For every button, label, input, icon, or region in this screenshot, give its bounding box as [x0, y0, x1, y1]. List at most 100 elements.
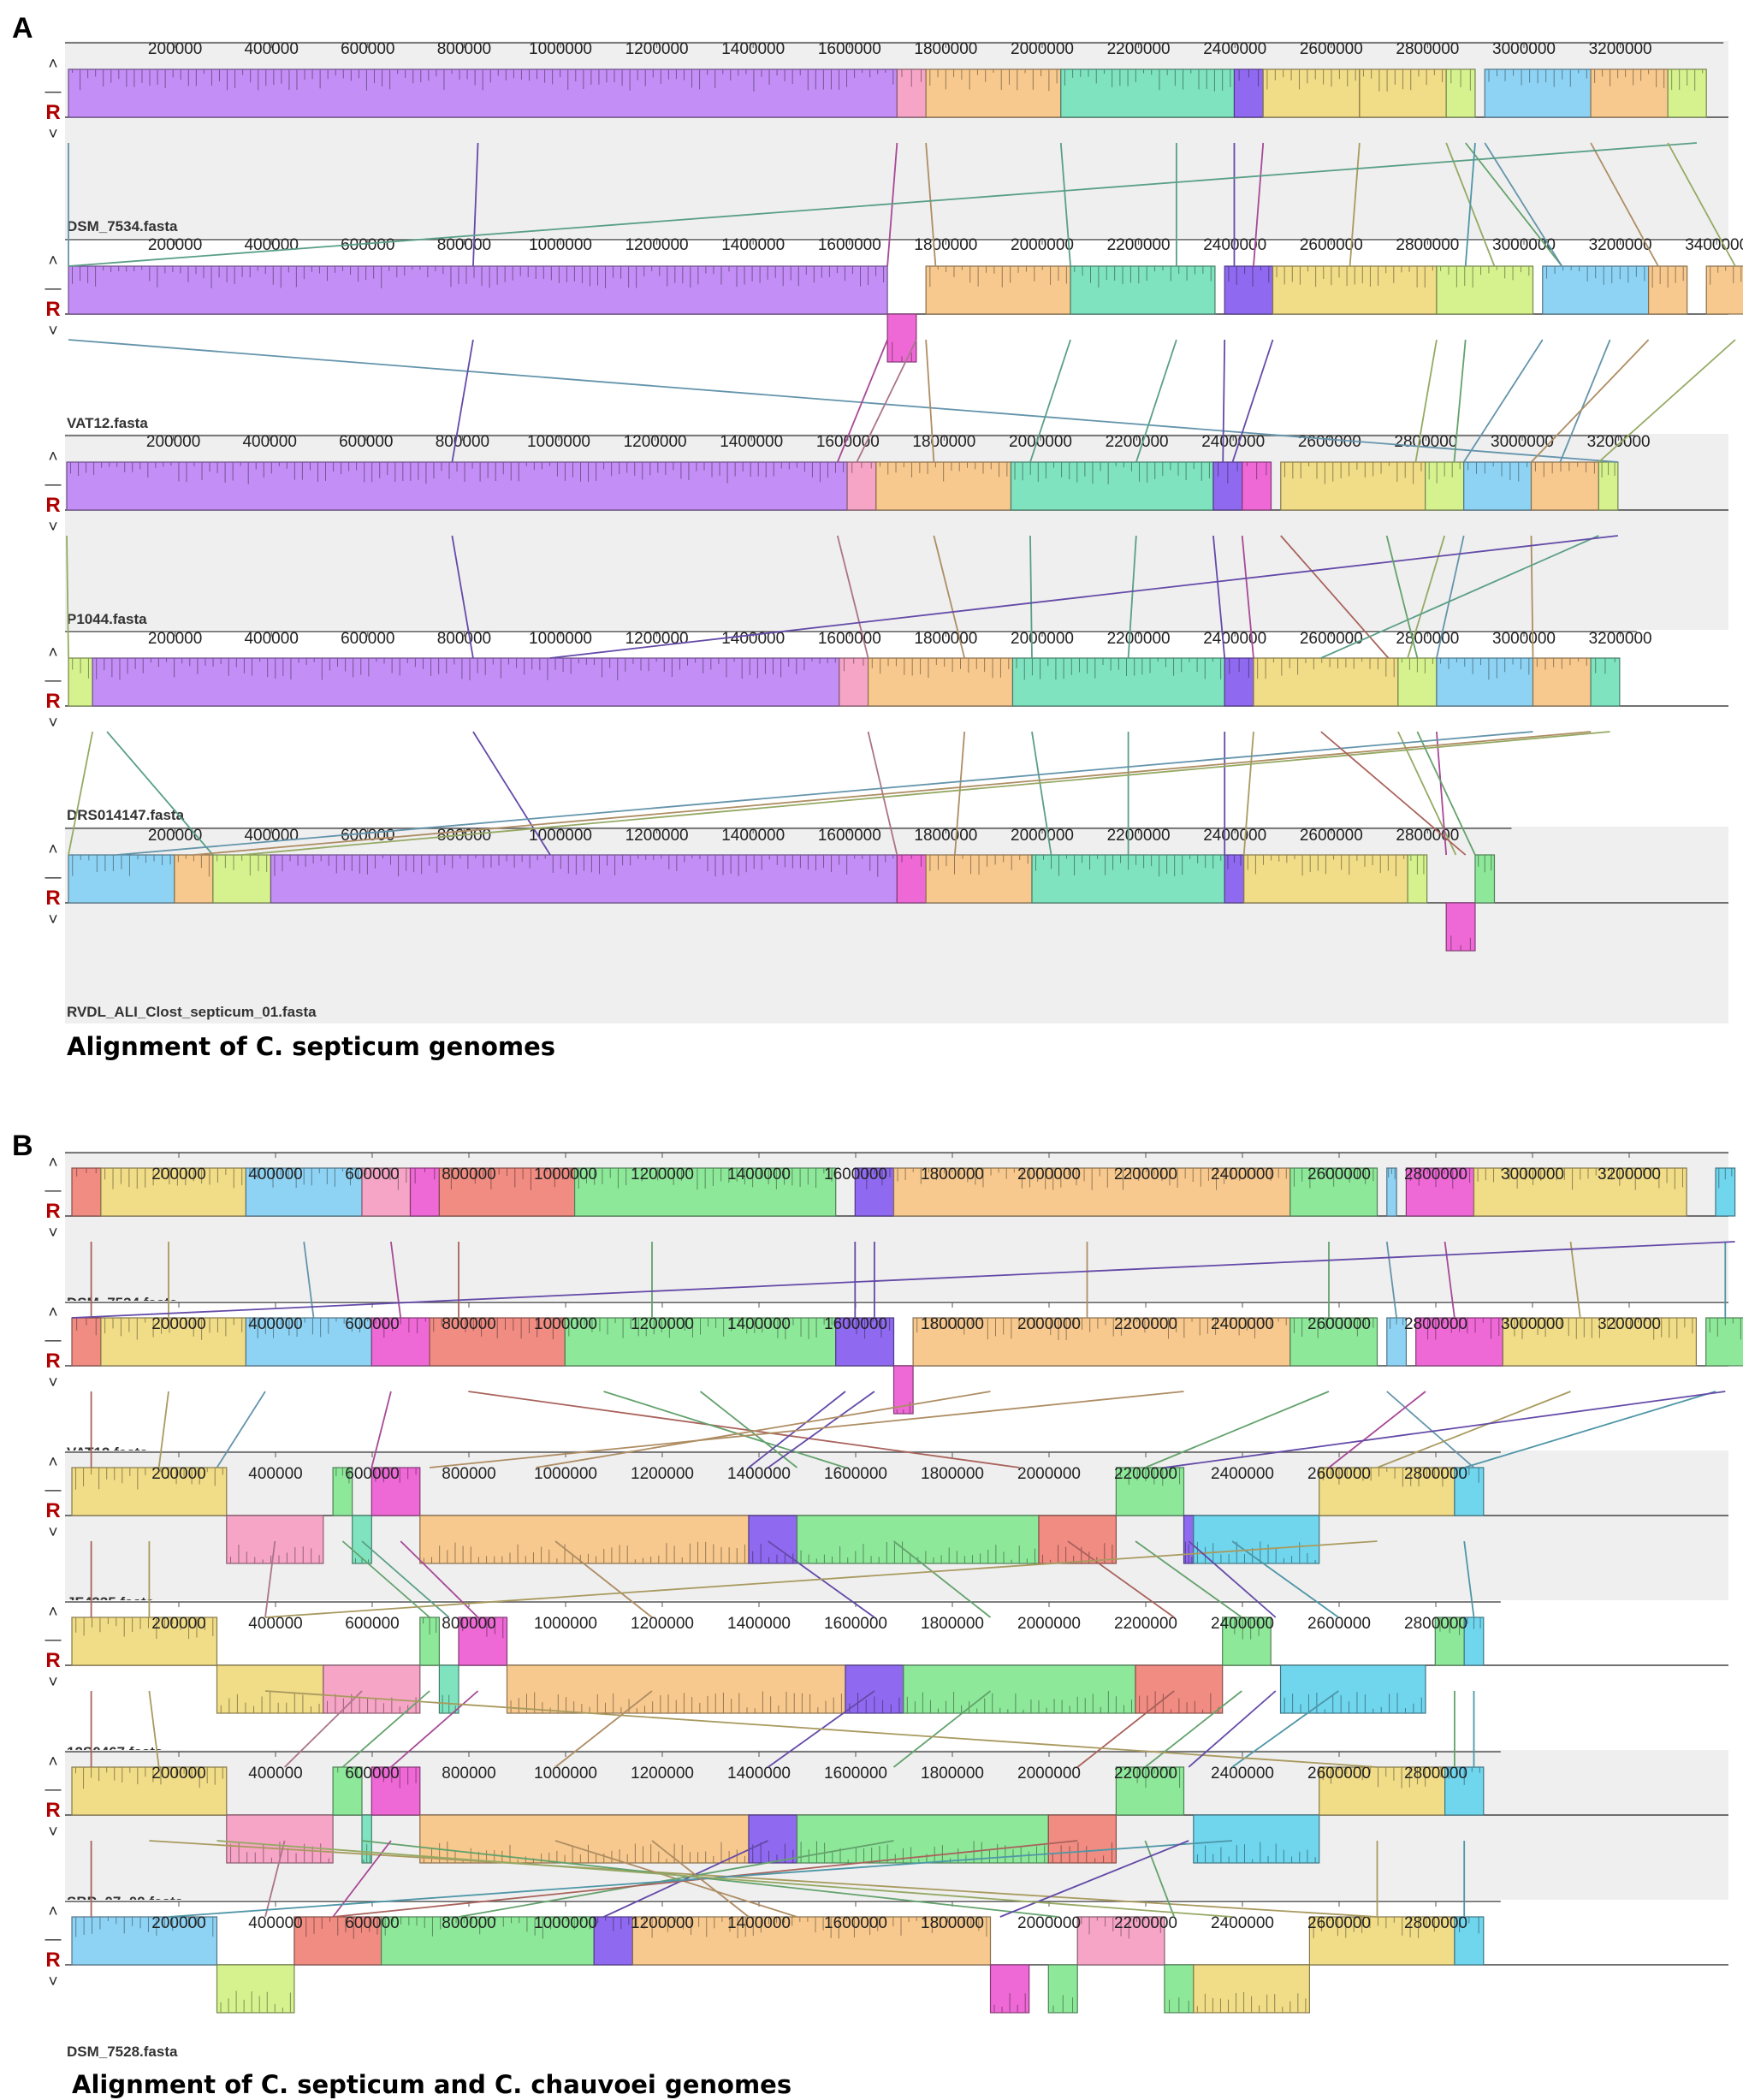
ruler-tick-label: 1200000	[625, 236, 689, 254]
ruler-tick-label: 2000000	[1017, 1166, 1081, 1183]
ruler-tick-label: 2000000	[1009, 433, 1072, 451]
synteny-block	[1436, 657, 1534, 707]
ruler-tick-label: 3200000	[1589, 40, 1652, 58]
ruler-tick-label: 200000	[148, 827, 202, 845]
ruler-tick-label: 800000	[442, 1765, 495, 1783]
synteny-connector	[341, 1690, 430, 1768]
synteny-connector	[241, 731, 1610, 856]
synteny-connector	[999, 1840, 1189, 1918]
synteny-connector	[66, 535, 69, 659]
ruler-tick-label: 2000000	[1011, 40, 1074, 58]
synteny-connector	[1222, 339, 1226, 463]
ruler-tick-label: 3000000	[1501, 1315, 1564, 1333]
synteny-connector	[472, 731, 551, 856]
synteny-connector	[451, 339, 474, 463]
synteny-connector	[1135, 1540, 1242, 1618]
track-up-arrow-icon: ˄	[48, 1903, 57, 1921]
synteny-block	[1193, 1515, 1320, 1564]
track-minus-icon: —	[45, 672, 62, 690]
ruler-tick-label: 1200000	[625, 40, 689, 58]
synteny-connector	[1164, 1391, 1726, 1468]
ruler-tick-label: 200000	[146, 433, 200, 451]
track-up-arrow-icon: ˄	[48, 56, 57, 74]
ruler-tick-label: 800000	[442, 1615, 495, 1633]
synteny-connector	[867, 731, 898, 856]
synteny-connector	[1242, 731, 1254, 856]
synteny-block	[174, 854, 214, 904]
ruler-tick-label: 2800000	[1404, 1166, 1467, 1183]
ruler-tick-label: 1800000	[921, 1914, 984, 1932]
ruler-tick-label: 200000	[151, 1166, 205, 1183]
genome-name-label: RVDL_ALI_Clost_septicum_01.fasta	[67, 1004, 317, 1020]
track-minus-icon: —	[45, 83, 62, 101]
synteny-connector	[1280, 535, 1390, 659]
synteny-connector	[1559, 339, 1611, 463]
ruler-tick-label: 1000000	[529, 827, 592, 845]
ruler-tick-label: 200000	[148, 40, 202, 58]
ruler-tick-label: 600000	[345, 1166, 399, 1183]
track-reverse-label: R	[45, 101, 60, 124]
synteny-block	[212, 854, 272, 904]
ruler-tick-label: 3000000	[1492, 630, 1556, 648]
synteny-connector	[68, 142, 1698, 267]
synteny-connector	[157, 1391, 169, 1468]
ruler-tick-label: 2800000	[1404, 1765, 1467, 1783]
synteny-connector	[149, 1840, 1378, 1918]
ruler-tick-label: 1800000	[921, 1166, 984, 1183]
track-minus-icon: —	[45, 280, 62, 298]
ruler-tick-label: 600000	[345, 1315, 399, 1333]
synteny-block	[1047, 1814, 1118, 1864]
ruler-tick-label: 2200000	[1107, 40, 1171, 58]
ruler-tick-label: 2400000	[1211, 1315, 1274, 1333]
synteny-block	[371, 1317, 430, 1367]
track-reverse-label: R	[45, 298, 60, 321]
synteny-block	[68, 265, 888, 315]
ruler-tick-label: 2000000	[1017, 1615, 1081, 1633]
synteny-connector	[451, 535, 474, 659]
track-reverse-label: R	[45, 1649, 60, 1672]
synteny-connector	[892, 1690, 992, 1768]
track-reverse-label: R	[45, 887, 60, 910]
synteny-connector	[1464, 142, 1563, 267]
ruler-tick-label: 1800000	[914, 40, 977, 58]
synteny-block	[1405, 1167, 1475, 1217]
synteny-connector	[1127, 535, 1137, 659]
track-reverse-label: R	[45, 1799, 60, 1822]
ruler-tick-label: 1000000	[529, 40, 592, 58]
synteny-connector	[264, 1540, 1378, 1618]
track-reverse-label: R	[45, 1499, 60, 1522]
track-reverse-label: R	[45, 494, 60, 517]
synteny-connector	[1231, 1540, 1339, 1618]
synteny-block	[903, 1664, 1136, 1714]
synteny-connector	[1385, 535, 1419, 659]
ruler-tick-label: 1600000	[824, 1914, 887, 1932]
ruler-tick-label: 600000	[341, 236, 394, 254]
synteny-block	[1193, 1814, 1320, 1864]
ruler-tick-label: 600000	[345, 1465, 399, 1483]
ruler-tick-label: 1600000	[824, 1765, 887, 1783]
track-down-arrow-icon: ˅	[48, 1973, 57, 1991]
synteny-connector	[651, 1840, 750, 1918]
synteny-block	[1115, 1766, 1185, 1816]
synteny-block	[71, 1167, 102, 1217]
track-up-arrow-icon: ˄	[48, 1304, 57, 1322]
ruler-tick-label: 1200000	[631, 1315, 694, 1333]
synteny-block	[1436, 265, 1534, 315]
track-up-arrow-icon: ˄	[48, 1454, 57, 1472]
ruler-tick-label: 1800000	[921, 1765, 984, 1783]
ruler-tick-label: 1400000	[721, 40, 785, 58]
ruler-tick-label: 2600000	[1300, 630, 1363, 648]
synteny-block	[1010, 461, 1214, 511]
track-up-arrow-icon: ˄	[48, 1154, 57, 1172]
synteny-connector	[1530, 535, 1534, 659]
synteny-block	[925, 265, 1071, 315]
synteny-connector	[768, 1391, 875, 1468]
synteny-connector	[925, 142, 937, 267]
track-up-arrow-icon: ˄	[48, 448, 57, 466]
synteny-connector	[554, 1690, 653, 1768]
ruler-tick-label: 1800000	[914, 827, 977, 845]
ruler-tick-label: 600000	[341, 630, 394, 648]
synteny-block	[92, 657, 840, 707]
synteny-block	[1060, 68, 1236, 118]
ruler-tick-label: 2800000	[1396, 40, 1459, 58]
